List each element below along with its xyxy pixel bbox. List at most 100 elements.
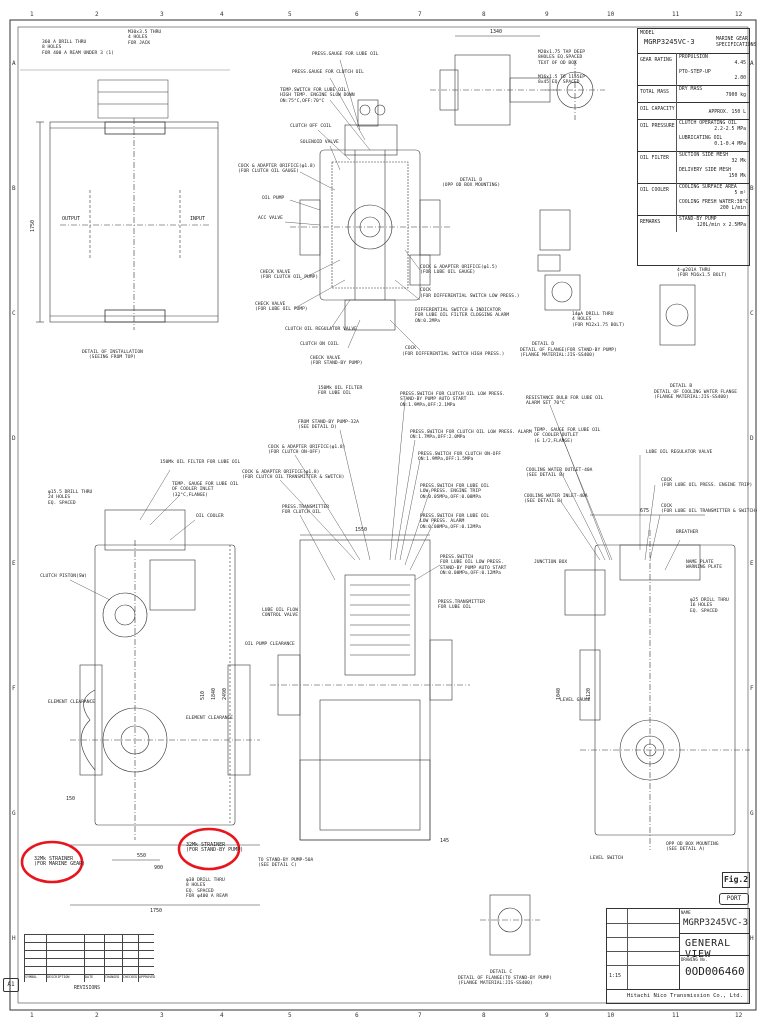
zone-col-11-top: 11: [672, 11, 680, 18]
dim-550: 550: [137, 853, 146, 859]
zone-row-C-l: C: [12, 310, 16, 317]
callout-right-8: JUNCTION BOX: [534, 560, 568, 565]
callout-top-12: CHECK VALVE (FOR STAND-BY PUMP): [310, 356, 363, 367]
rear-view-right: [564, 514, 750, 850]
callout-top-5: COCK & ADAPTER ORIFICE(φ1.8) (FOR CLUTCH…: [238, 164, 316, 175]
zone-col-11-bot: 11: [672, 1012, 680, 1019]
dim-145: 145: [440, 838, 449, 844]
callout-mid-2: COCK & ADAPTER ORIFICE(φ1.8) (FOR CLUTCH…: [242, 470, 345, 481]
dim-150: 150: [66, 796, 75, 802]
dim-side-top: 1340: [490, 29, 502, 35]
outer-frame: [9, 19, 757, 1011]
zone-col-2-bot: 2: [95, 1012, 99, 1019]
callout-right-3: COOLING WATER OUTLET-40A (SEE DETAIL B): [526, 468, 593, 479]
zone-col-4-top: 4: [220, 11, 224, 18]
callout-top-2: TEMP.SWITCH FOR LUBE OIL HIGH TEMP. ENGI…: [280, 88, 355, 104]
spec-group-0: GEAR RATING: [640, 58, 672, 63]
callout-right-13: OPP OD BOX MOUNTING (SEE DETAIL A): [666, 842, 719, 853]
zone-row-B-l: B: [12, 185, 16, 192]
callout-top-11: CLUTCH ON COIL: [300, 342, 339, 347]
zone-row-H-l: H: [12, 935, 16, 942]
zone-row-D-r: D: [750, 435, 754, 442]
zone-row-F-l: F: [12, 685, 16, 692]
zone-row-F-r: F: [750, 685, 754, 692]
callout-right-7: BREATHER: [676, 530, 699, 535]
callout-top-1: PRESS.GAUGE FOR CLUTCH OIL: [292, 70, 364, 75]
callout-right-10: φ25 DRILL THRU 16 HOLES EQ. SPACED: [690, 598, 729, 614]
spec-model-note: MARINE GEAR SPECIFICATIONS: [716, 37, 757, 48]
revisions-label: REVISIONS: [74, 986, 100, 991]
callout-left-6: ELEMENT CLEARANCE: [186, 716, 234, 721]
spec-model-label: MODEL: [640, 31, 655, 36]
cooler-box: [104, 509, 186, 551]
zone-col-10-top: 10: [607, 11, 615, 18]
strainer-left-label: 32Mk STRAINER (FOR MARINE GEAR): [34, 856, 86, 868]
fig-label: Fig.2: [722, 872, 750, 888]
callout-mid-10: PRESS.TRANSMITTER FOR LUBE OIL: [438, 600, 486, 611]
callout-left-3: φ15.5 DRILL THRU 24 HOLES EQ. SPACED: [48, 490, 93, 506]
left-flange: [299, 199, 321, 256]
spec-item-value-0-0: 4.45: [734, 61, 746, 66]
spec-group-6: REMARKS: [640, 220, 661, 225]
side-top-title: DETAIL D (OPP OD BOX MOUNTING): [442, 178, 501, 189]
front-casing: [94, 544, 236, 826]
drawing-no-label: DRAWING No.: [681, 957, 708, 962]
zone-col-3-bot: 3: [160, 1012, 164, 1019]
strainer-right-label: 32Mk STRAINER (FOR STAND-BY PUMP): [186, 842, 244, 854]
spec-group-4: OIL FILTER: [640, 156, 669, 161]
installation-title: DETAIL OF INSTALLATION (SEEING FROM TOP): [82, 350, 143, 361]
callout-mid-11: LUBE OIL FLOW CONTROL VALVE: [262, 608, 298, 619]
spec-item-value-6-0: 120L/min x 2.5MPa: [696, 223, 746, 228]
zone-col-2-top: 2: [95, 11, 99, 18]
callout-right-11: LEVEL GAUGE: [560, 698, 591, 703]
callout-right-15: 14φA DRILL THRU 4 HOLES (FOR M12x1.75 BO…: [572, 312, 625, 328]
spec-group-1: TOTAL MASS: [640, 90, 669, 95]
spec-model-value: MGRP3245VC-3: [644, 38, 695, 46]
detail-c-label: DETAIL C: [490, 970, 513, 975]
dim-1750: 1750: [150, 908, 162, 914]
cooling-flange-label: DETAIL B: [670, 384, 693, 389]
callout-top-14: COCK & ADAPTER ORIFICE(φ1.5) (FOR LUBE O…: [420, 265, 498, 276]
installation-view: [20, 69, 230, 330]
spec-item-value-4-1: 150 Mk: [728, 174, 746, 179]
spec-item-label-3-1: LUBRICATING OIL: [679, 136, 723, 141]
detail-c-flange: [480, 894, 540, 956]
callout-mid-4: PRESS.SWITCH FOR CLUTCH OIL LOW PRESS. A…: [410, 430, 532, 441]
oil-filter-block: [344, 299, 396, 331]
control-valve-block: [344, 124, 398, 156]
installation-note-2: M30x3.5 THRU 4 HOLES FOR JACK: [128, 30, 162, 46]
zone-col-5-top: 5: [288, 11, 292, 18]
spec-item-value-5-0: 5 m²: [734, 191, 746, 196]
zone-row-G-l: G: [12, 810, 16, 817]
dim-510: 510: [200, 691, 206, 700]
callout-mid-3: PRESS.SWITCH FOR CLUTCH OIL LOW PRESS. S…: [400, 392, 506, 408]
spec-group-2: OIL CAPACITY: [640, 107, 675, 112]
callout-mid-6: PRESS.SWITCH FOR LUBE OIL LOW PRESS. ENG…: [420, 484, 490, 500]
callout-top-16: (FOR DIFFERENTIAL SWITCH LOW PRESS.): [420, 294, 520, 299]
zone-col-4-bot: 4: [220, 1012, 224, 1019]
revision-header-1: DESCRIPTION: [47, 975, 70, 979]
callout-top-0: PRESS.GAUGE FOR LUBE OIL: [312, 52, 379, 57]
spec-item-label-6-0: STAND-BY PUMP: [679, 217, 717, 222]
callout-top-7: ACC VALVE: [258, 216, 283, 221]
zone-col-12-top: 12: [735, 11, 743, 18]
spec-item-value-4-0: 32 Mk: [731, 159, 746, 164]
rear-casing: [594, 544, 736, 836]
front-view-left: [70, 509, 260, 906]
revision-header-4: CHECKED: [123, 975, 138, 979]
detail-c-title: DETAIL OF FLANGE(TO STAND-BY PUMP) (FLAN…: [458, 976, 553, 987]
port-label: PORT: [719, 893, 749, 905]
callout-top-4: SOLENOID VALVE: [300, 140, 339, 145]
spec-item-label-0-0: PROPULSION: [679, 55, 708, 60]
zone-row-E-r: E: [750, 560, 754, 567]
gear-casing-top: [319, 149, 421, 301]
flange-square: [544, 274, 581, 311]
spec-item-value-5-1: 200 L/min: [720, 206, 746, 211]
side-top-detail: [430, 35, 605, 126]
callout-top-18: COCK: [405, 346, 417, 351]
zone-col-8-top: 8: [482, 11, 486, 18]
spec-item-label-5-1: COOLING FRESH WATER:38°C: [679, 200, 749, 205]
output-label: OUTPUT: [62, 216, 80, 222]
zone-row-D-l: D: [12, 435, 16, 442]
